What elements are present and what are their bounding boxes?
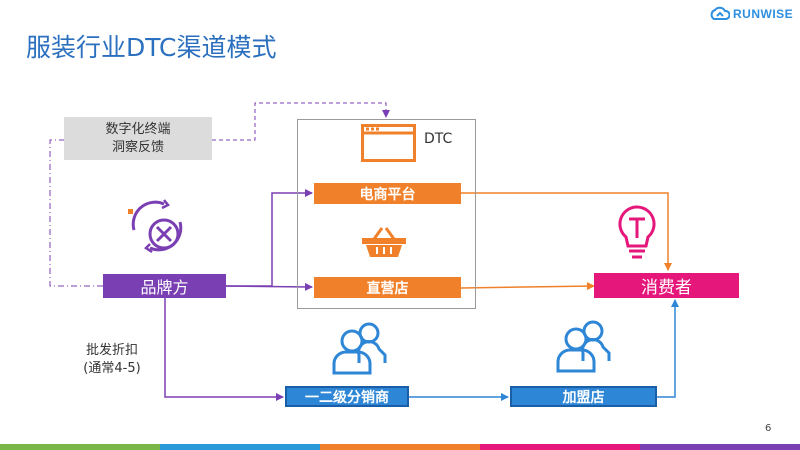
- wholesale-note: 批发折扣 (通常4-5): [72, 342, 152, 378]
- runwise-logo: RUNWISE: [710, 6, 793, 22]
- footer-bar-segment: [320, 444, 480, 450]
- feedback-box: 数字化终端 洞察反馈: [64, 117, 212, 160]
- store-to-consumer-arrow: [460, 282, 595, 291]
- feedback-to-dtc-line: [212, 102, 390, 141]
- footer-bar-segment: [480, 444, 640, 450]
- shopping-basket-icon: [362, 227, 406, 257]
- footer-color-bar: [0, 444, 800, 450]
- brand-to-distributor-arrow: [164, 298, 284, 401]
- consumer-box: 消费者: [594, 273, 739, 298]
- franchise-to-consumer-arrow: [657, 299, 679, 398]
- wholesale-line2: (通常4-5): [83, 361, 141, 376]
- franchise-box: 加盟店: [510, 386, 657, 407]
- feedback-line2: 洞察反馈: [111, 139, 164, 155]
- ecommerce-to-consumer-arrow: [461, 192, 672, 271]
- dtc-label: DTC: [424, 131, 453, 147]
- ecommerce-platform-box: 电商平台: [314, 183, 461, 204]
- runwise-logo-icon: [710, 6, 730, 20]
- distributor-box: 一二级分销商: [285, 386, 409, 407]
- cycle-cancel-icon: [128, 199, 183, 254]
- users-icon: [332, 322, 387, 375]
- page-number: 6: [765, 423, 772, 434]
- feedback-loop-line: [49, 139, 103, 287]
- wholesale-line1: 批发折扣: [85, 343, 138, 358]
- page-title: 服装行业DTC渠道模式: [26, 33, 277, 62]
- footer-bar-segment: [640, 444, 800, 450]
- logo-text: RUNWISE: [733, 7, 794, 21]
- browser-window-icon: [361, 124, 416, 162]
- footer-bar-segment: [160, 444, 320, 450]
- users-icon: [556, 320, 611, 373]
- feedback-line1: 数字化终端: [105, 121, 171, 137]
- lightbulb-icon: [618, 205, 656, 259]
- brand-box: 品牌方: [103, 274, 226, 298]
- footer-bar-segment: [0, 444, 160, 450]
- direct-store-box: 直营店: [314, 277, 461, 298]
- dtc-frame: [297, 119, 476, 309]
